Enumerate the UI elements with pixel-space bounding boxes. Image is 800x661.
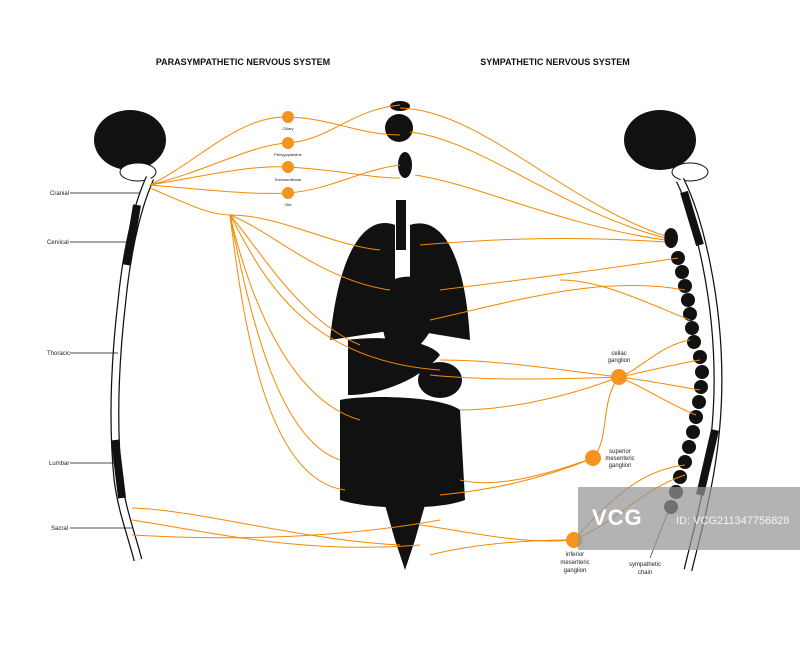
eye-icon	[385, 114, 413, 142]
inf-mes-label-3: ganglion	[564, 568, 587, 574]
sympathetic-title: SYMPATHETIC NERVOUS SYSTEM	[480, 57, 630, 67]
parasympathetic-nerves	[131, 104, 441, 548]
salivary-gland-icon	[398, 152, 412, 178]
spine-region-labels: Cranial Cervical Thoracic Lumbar Sacral	[47, 191, 140, 532]
celiac-label-2: ganglion	[608, 358, 631, 364]
otic-ganglion	[282, 187, 294, 199]
region-cranial: Cranial	[50, 191, 69, 197]
heart	[381, 276, 440, 360]
inf-mes-label-2: mesenteric	[560, 560, 589, 566]
organs	[330, 101, 470, 570]
ciliary-label: Ciliary	[282, 126, 293, 131]
pterygopalatine-ganglion	[282, 137, 294, 149]
watermark-id: ID: VCG211347756828	[676, 515, 790, 527]
trachea	[396, 200, 406, 250]
otic-label: Otic	[284, 202, 291, 207]
watermark: VCG ID: VCG211347756828	[578, 487, 800, 550]
liver	[348, 338, 440, 395]
chain-label-2: chain	[638, 570, 652, 576]
watermark-logo: VCG	[592, 505, 643, 530]
celiac-label-1: celiac	[611, 351, 626, 357]
uterus	[385, 501, 425, 570]
left-brain-icon	[94, 110, 166, 182]
region-cervical: Cervical	[47, 240, 69, 246]
superior-mesenteric-ganglion	[585, 450, 601, 466]
left-lung	[330, 222, 395, 340]
ciliary-ganglion	[282, 111, 294, 123]
submandibular-label: Submandibular	[275, 177, 303, 182]
inf-mes-label-1: inferior	[566, 552, 584, 558]
intestines	[340, 397, 465, 508]
region-sacral: Sacral	[51, 526, 68, 532]
sup-mes-label-1: superior	[609, 449, 631, 455]
sup-mes-label-3: ganglion	[609, 463, 632, 469]
cranial-ganglia: Ciliary Pterygopalatine Submandibular Ot…	[274, 111, 303, 207]
submandibular-ganglion	[282, 161, 294, 173]
region-thoracic: Thoracic	[47, 351, 70, 357]
stomach	[418, 362, 462, 398]
parasympathetic-title: PARASYMPATHETIC NERVOUS SYSTEM	[156, 57, 330, 67]
right-brain-icon	[624, 110, 709, 182]
region-lumbar: Lumbar	[49, 461, 69, 467]
pterygopalatine-label: Pterygopalatine	[274, 152, 303, 157]
sympathetic-ganglia: celiac ganglion superior mesenteric gang…	[560, 351, 669, 576]
sup-mes-label-2: mesenteric	[605, 456, 634, 462]
celiac-ganglion	[611, 369, 627, 385]
chain-label-1: sympathetic	[629, 562, 661, 568]
